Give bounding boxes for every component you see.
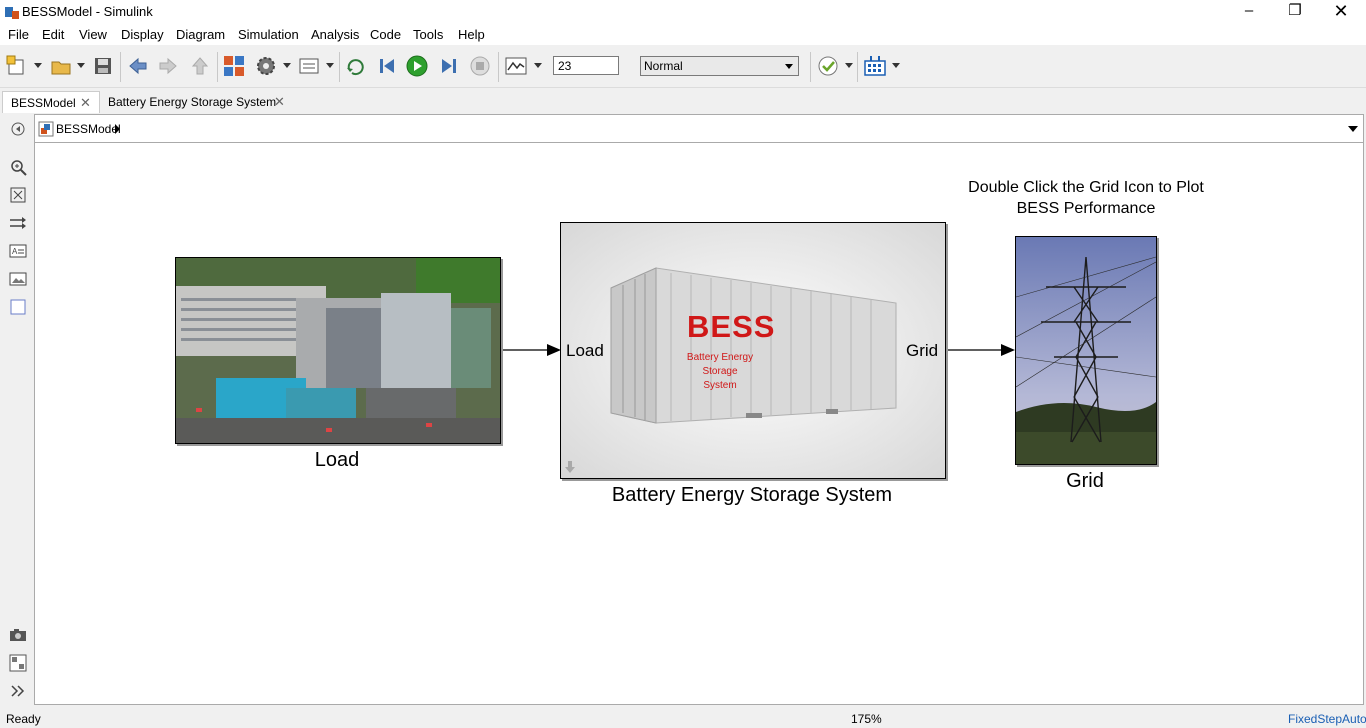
hide-browser-icon[interactable] xyxy=(9,120,27,138)
image-icon[interactable] xyxy=(9,270,27,288)
container-image xyxy=(561,223,945,478)
build-dropdown[interactable] xyxy=(892,63,900,68)
bess-subsystem-block[interactable]: BESS Battery Energy Storage System Load … xyxy=(560,222,946,479)
bess-output-port-label: Grid xyxy=(906,341,939,360)
scope-dropdown[interactable] xyxy=(534,63,542,68)
solver-link[interactable]: FixedStepAuto xyxy=(1288,712,1366,726)
load-block[interactable] xyxy=(175,257,501,444)
bess-logo-subtext: Battery Energy Storage System xyxy=(685,351,755,393)
close-tab-icon[interactable]: ✕ xyxy=(80,95,91,110)
tab-bessmodel[interactable]: BESSModel ✕ xyxy=(2,91,100,113)
simulink-app-icon xyxy=(5,7,19,19)
fit-to-view-icon[interactable] xyxy=(9,186,27,204)
update-diagram-icon[interactable] xyxy=(345,55,367,77)
settings-dropdown[interactable] xyxy=(283,63,291,68)
restore-button[interactable]: ❐ xyxy=(1288,2,1302,19)
advisor-dropdown[interactable] xyxy=(845,63,853,68)
close-tab-icon[interactable]: ✕ xyxy=(274,94,285,109)
build-model-icon[interactable] xyxy=(864,55,886,77)
bess-logo-subtext-line2: Storage System xyxy=(702,366,738,391)
plot-annotation[interactable]: Double Click the Grid Icon to Plot BESS … xyxy=(968,179,1204,217)
status-bar: Ready 175% FixedStepAuto xyxy=(0,706,1366,728)
menu-simulation[interactable]: Simulation xyxy=(238,27,299,42)
menu-tools[interactable]: Tools xyxy=(413,27,444,42)
scope-record-icon[interactable] xyxy=(505,55,527,77)
step-forward-icon[interactable] xyxy=(437,55,459,77)
forward-arrow-icon[interactable] xyxy=(157,55,179,77)
library-browser-icon[interactable] xyxy=(223,55,245,77)
model-advisor-check-icon[interactable] xyxy=(817,55,839,77)
grid-block-label[interactable]: Grid xyxy=(1066,470,1104,492)
menu-view[interactable]: View xyxy=(79,27,107,42)
menu-code[interactable]: Code xyxy=(370,27,402,42)
stop-time-input[interactable]: 23 xyxy=(553,56,619,75)
signal-lines xyxy=(501,344,1015,356)
up-arrow-icon[interactable] xyxy=(189,55,211,77)
bess-input-port-label: Load xyxy=(566,341,604,360)
bess-logo-text: BESS xyxy=(687,309,776,344)
menu-analysis[interactable]: Analysis xyxy=(311,27,360,42)
subsystem-arrow-icon[interactable] xyxy=(564,460,576,474)
explorer-dropdown[interactable] xyxy=(326,63,334,68)
building-image xyxy=(176,258,500,443)
zoom-icon[interactable] xyxy=(9,158,27,176)
bess-logo-subtext-line1: Battery Energy xyxy=(686,352,754,363)
open-dropdown[interactable] xyxy=(77,63,85,68)
camera-icon[interactable] xyxy=(9,626,27,644)
property-inspector-icon[interactable] xyxy=(9,654,27,672)
svg-text:A: A xyxy=(12,247,18,256)
run-icon[interactable] xyxy=(406,55,428,77)
save-icon[interactable] xyxy=(92,55,114,77)
menu-display[interactable]: Display xyxy=(121,27,164,42)
tab-label: BESSModel xyxy=(11,96,76,110)
tab-battery-energy-storage-system[interactable]: Battery Energy Storage System ✕ xyxy=(100,91,294,113)
model-icon xyxy=(38,121,54,137)
zoom-level: 175% xyxy=(851,712,882,726)
menu-file[interactable]: File xyxy=(8,27,29,42)
load-block-label[interactable]: Load xyxy=(314,449,360,471)
annotation-icon[interactable]: A xyxy=(9,242,27,260)
title-bar: BESSModel - Simulink – ❐ ✕ xyxy=(0,0,1366,24)
stop-icon[interactable] xyxy=(469,55,491,77)
back-arrow-icon[interactable] xyxy=(127,55,149,77)
step-back-icon[interactable] xyxy=(377,55,399,77)
status-text: Ready xyxy=(6,712,41,726)
new-model-icon[interactable] xyxy=(6,55,28,77)
settings-gear-icon[interactable] xyxy=(255,55,277,77)
area-icon[interactable] xyxy=(9,298,27,316)
menu-help[interactable]: Help xyxy=(458,27,485,42)
chevron-down-icon xyxy=(785,64,793,69)
menu-bar: File Edit View Display Diagram Simulatio… xyxy=(0,24,1366,45)
close-window-button[interactable]: ✕ xyxy=(1333,1,1349,21)
simulation-mode-select[interactable]: Normal xyxy=(640,56,799,76)
open-folder-icon[interactable] xyxy=(50,55,72,77)
signal-line-icon[interactable] xyxy=(9,214,27,232)
window-title: BESSModel - Simulink xyxy=(22,4,153,19)
tab-label: Battery Energy Storage System xyxy=(108,95,277,109)
pylon-image xyxy=(1016,237,1156,464)
breadcrumb: BESSModel xyxy=(34,114,1364,143)
toolbar xyxy=(0,46,1366,88)
bess-block-label[interactable]: Battery Energy Storage System xyxy=(611,484,893,506)
breadcrumb-model[interactable]: BESSModel xyxy=(56,122,121,136)
new-model-dropdown[interactable] xyxy=(34,63,42,68)
left-palette: A xyxy=(0,114,34,704)
minimize-button[interactable]: – xyxy=(1244,2,1254,19)
simulation-mode-value: Normal xyxy=(644,59,683,73)
menu-edit[interactable]: Edit xyxy=(42,27,65,42)
menu-diagram[interactable]: Diagram xyxy=(176,27,226,42)
model-canvas[interactable]: Double Click the Grid Icon to Plot BESS … xyxy=(34,143,1364,705)
model-explorer-icon[interactable] xyxy=(298,55,320,77)
grid-block[interactable] xyxy=(1015,236,1157,465)
breadcrumb-dropdown-icon[interactable] xyxy=(1348,126,1358,132)
breadcrumb-arrow-icon[interactable] xyxy=(115,124,120,134)
expand-palette-icon[interactable] xyxy=(9,682,27,700)
